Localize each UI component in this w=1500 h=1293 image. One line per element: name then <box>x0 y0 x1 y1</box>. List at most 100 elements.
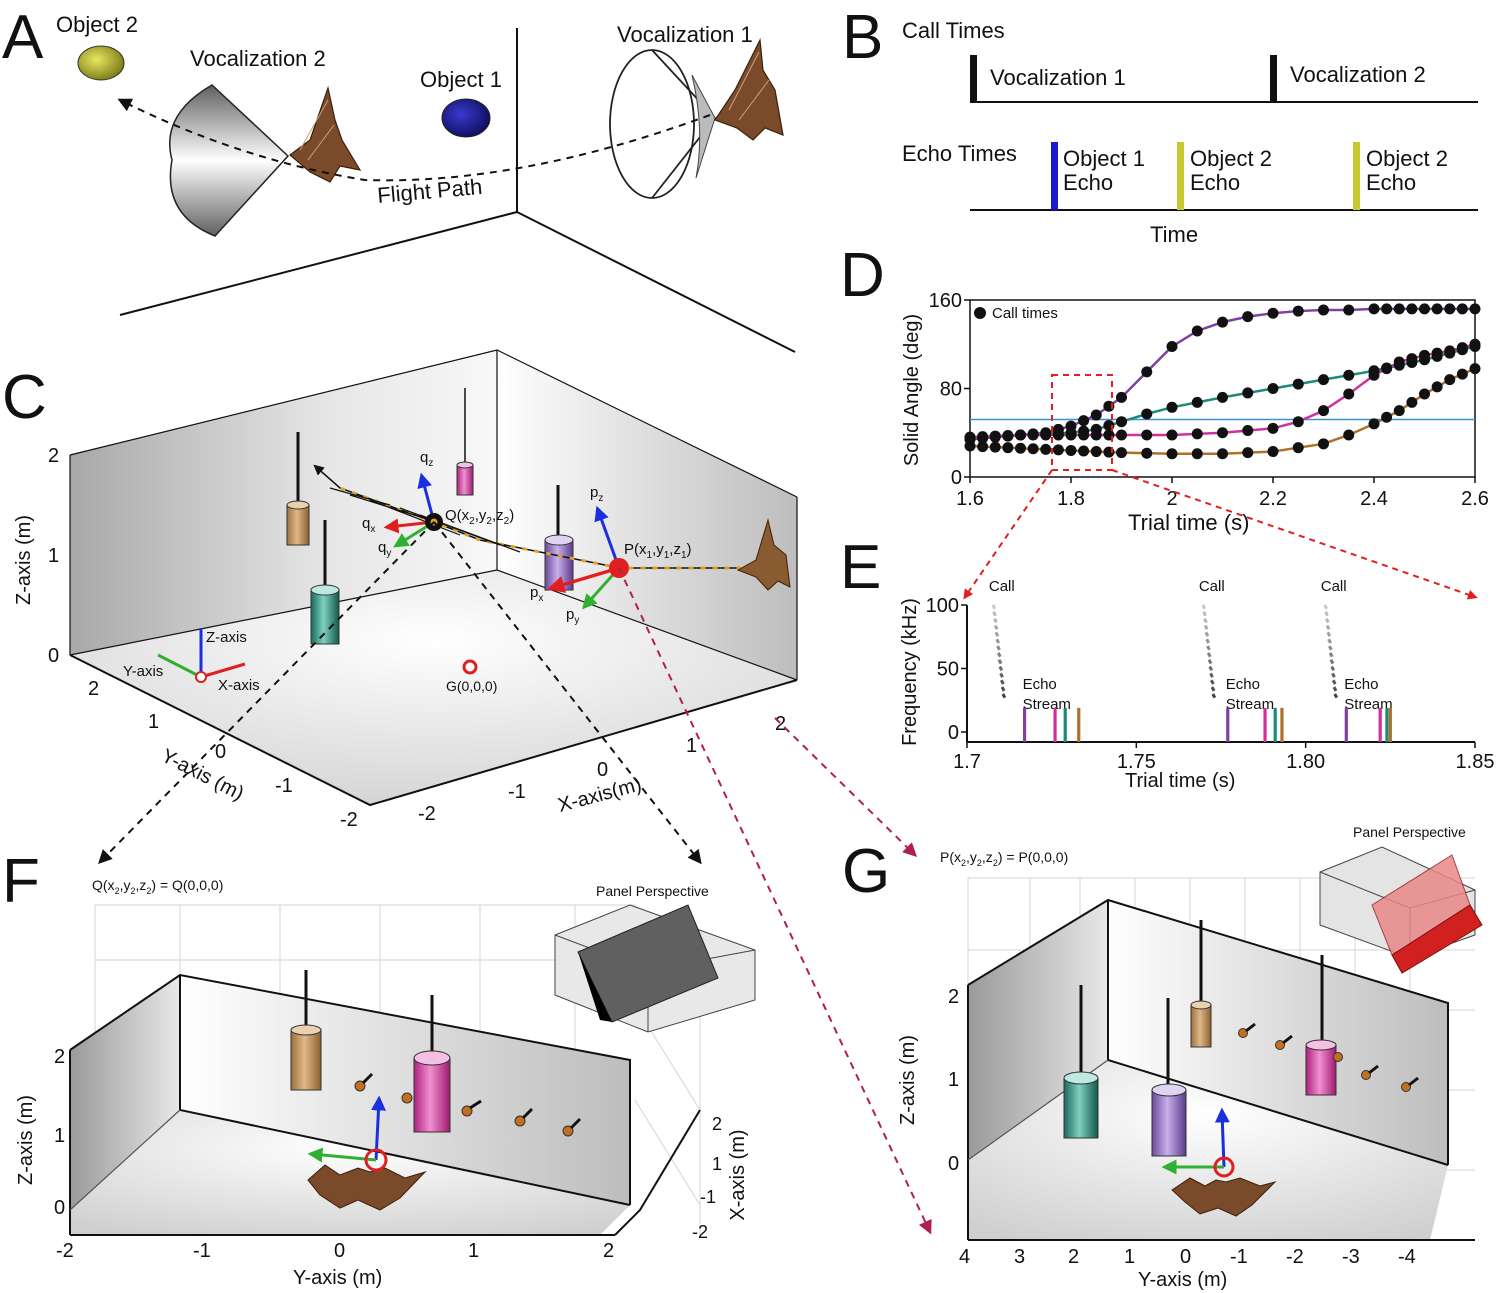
f-x-tick: -1 <box>700 1187 716 1207</box>
object2-label: Object 2 <box>56 12 138 37</box>
panel-b: B Call Times Vocalization 1 Vocalization… <box>842 3 1478 247</box>
f-z-tick: 2 <box>54 1046 65 1068</box>
e-ylabel: Frequency (kHz) <box>899 598 921 746</box>
panel-g: G P(x2,y2,z2) = P(0,0,0) Panel Perspecti… <box>842 824 1483 1291</box>
g-back-wall <box>1108 900 1448 1165</box>
trajectory-call-points <box>338 486 742 570</box>
d-call-point <box>1166 429 1178 441</box>
object1-label: Object 1 <box>420 67 502 92</box>
f-z-tick: 1 <box>54 1125 65 1147</box>
e-call-sweep <box>1323 604 1329 610</box>
vocalization1-cone-shade <box>691 74 716 179</box>
e-echo-bar-teal <box>1385 707 1389 742</box>
c-z-tick: 0 <box>48 645 59 667</box>
d-call-point <box>1267 307 1279 319</box>
d-call-point <box>1292 442 1304 454</box>
panel-c: C 2 1 0 Z-axis (m) 2 1 0 -1 -2 Y-axis (m… <box>2 349 932 1235</box>
f-y-tick: -2 <box>56 1240 74 1262</box>
zoom-line-left <box>963 469 1053 600</box>
d-call-point <box>1166 401 1178 413</box>
e-call-sweep <box>1205 638 1211 644</box>
c-z-tick: 2 <box>48 445 59 467</box>
bat-icon <box>289 85 362 183</box>
e-call-sweep <box>999 672 1004 678</box>
f-x-tick: 2 <box>712 1114 722 1134</box>
d-call-point <box>1078 429 1090 441</box>
d-call-point <box>1141 366 1153 378</box>
c-x-tick: -2 <box>418 803 436 825</box>
e-call-label: Call <box>1321 578 1347 595</box>
d-call-point <box>1166 340 1178 352</box>
d-call-point <box>1242 387 1254 399</box>
d-call-point <box>1090 429 1102 441</box>
flight-path-label: Flight Path <box>376 174 483 208</box>
d-x-tick-label: 2.4 <box>1360 488 1388 510</box>
d-call-point <box>989 430 1001 442</box>
e-call-sweep <box>995 638 1001 644</box>
d-call-point <box>1217 427 1228 439</box>
e-call-sweep <box>1325 624 1331 631</box>
c-x-tick: 2 <box>775 713 786 735</box>
echo-times-label: Echo Times <box>902 141 1017 166</box>
d-call-point <box>1242 425 1254 437</box>
d-call-point <box>1141 408 1153 420</box>
d-call-point <box>1406 353 1418 365</box>
d-call-point <box>964 440 976 452</box>
d-call-point <box>1078 445 1090 457</box>
panel-f: F Q(x2,y2,z2) = Q(0,0,0) Panel Perspecti… <box>2 847 756 1289</box>
e-call-sweep <box>1327 638 1332 644</box>
d-call-point <box>1456 342 1468 354</box>
d-call-point <box>1469 303 1481 315</box>
vocalization1-label: Vocalization 1 <box>617 22 753 47</box>
g-left-wall <box>968 900 1108 1160</box>
d-call-point <box>1393 405 1405 417</box>
cylinder-teal <box>310 520 340 645</box>
d-call-point <box>1318 374 1329 386</box>
d-call-point <box>1419 388 1430 400</box>
e-call-sweep <box>1208 665 1214 672</box>
g-origin-marker <box>1213 1156 1235 1178</box>
e-call-sweep <box>1201 604 1207 610</box>
e-call-sweep <box>1332 686 1338 692</box>
e-call-sweep <box>1209 679 1215 685</box>
d-call-point <box>1444 345 1456 357</box>
projection-line-g-right <box>774 717 918 857</box>
object2-echo-word-b: Echo <box>1366 170 1416 195</box>
projection-line-f-right <box>433 521 702 865</box>
e-x-tick-label: 1.75 <box>1117 751 1156 773</box>
d-call-point <box>1166 448 1178 460</box>
object2-echo-label-b: Object 2 <box>1366 146 1448 171</box>
c-y-axis-label: Y-axis (m) <box>158 745 248 805</box>
projection-line-g-left <box>618 567 932 1235</box>
d-call-point <box>1368 303 1380 315</box>
d-call-point <box>1456 303 1468 315</box>
f-left-wall <box>70 975 180 1210</box>
e-call-sweep <box>1328 652 1334 658</box>
pz-label: pz <box>590 484 603 504</box>
object2-sphere <box>77 45 125 81</box>
g-y-tick: -2 <box>1286 1246 1304 1268</box>
origin-marker <box>462 659 478 675</box>
beam-direction-lines <box>329 487 521 553</box>
panel-a-axes <box>119 28 796 353</box>
call-times-label: Call Times <box>902 18 1005 43</box>
g-equation: P(x2,y2,z2) = P(0,0,0) <box>940 849 1068 868</box>
e-echo-bar-orange <box>1280 707 1284 742</box>
f-x-tick: 1 <box>712 1154 722 1174</box>
e-call-sweep <box>1001 693 1007 699</box>
g-zlabel: Z-axis (m) <box>897 1035 919 1125</box>
py-label: py <box>566 606 579 626</box>
f-echo-points <box>354 1072 582 1137</box>
e-call-sweep <box>1331 679 1337 685</box>
e-call-sweep <box>1324 611 1329 617</box>
e-call-sweep <box>1326 631 1332 637</box>
d-call-point <box>1027 443 1039 455</box>
d-call-point <box>1406 303 1418 315</box>
d-x-tick-label: 2 <box>1166 488 1177 510</box>
e-call-label: Call <box>989 578 1015 595</box>
g-echo-points <box>1238 1022 1419 1092</box>
d-call-point <box>1116 391 1127 403</box>
px-label: px <box>530 584 543 604</box>
c-y-tick: 2 <box>88 678 99 700</box>
e-call-sweep <box>1000 686 1006 692</box>
